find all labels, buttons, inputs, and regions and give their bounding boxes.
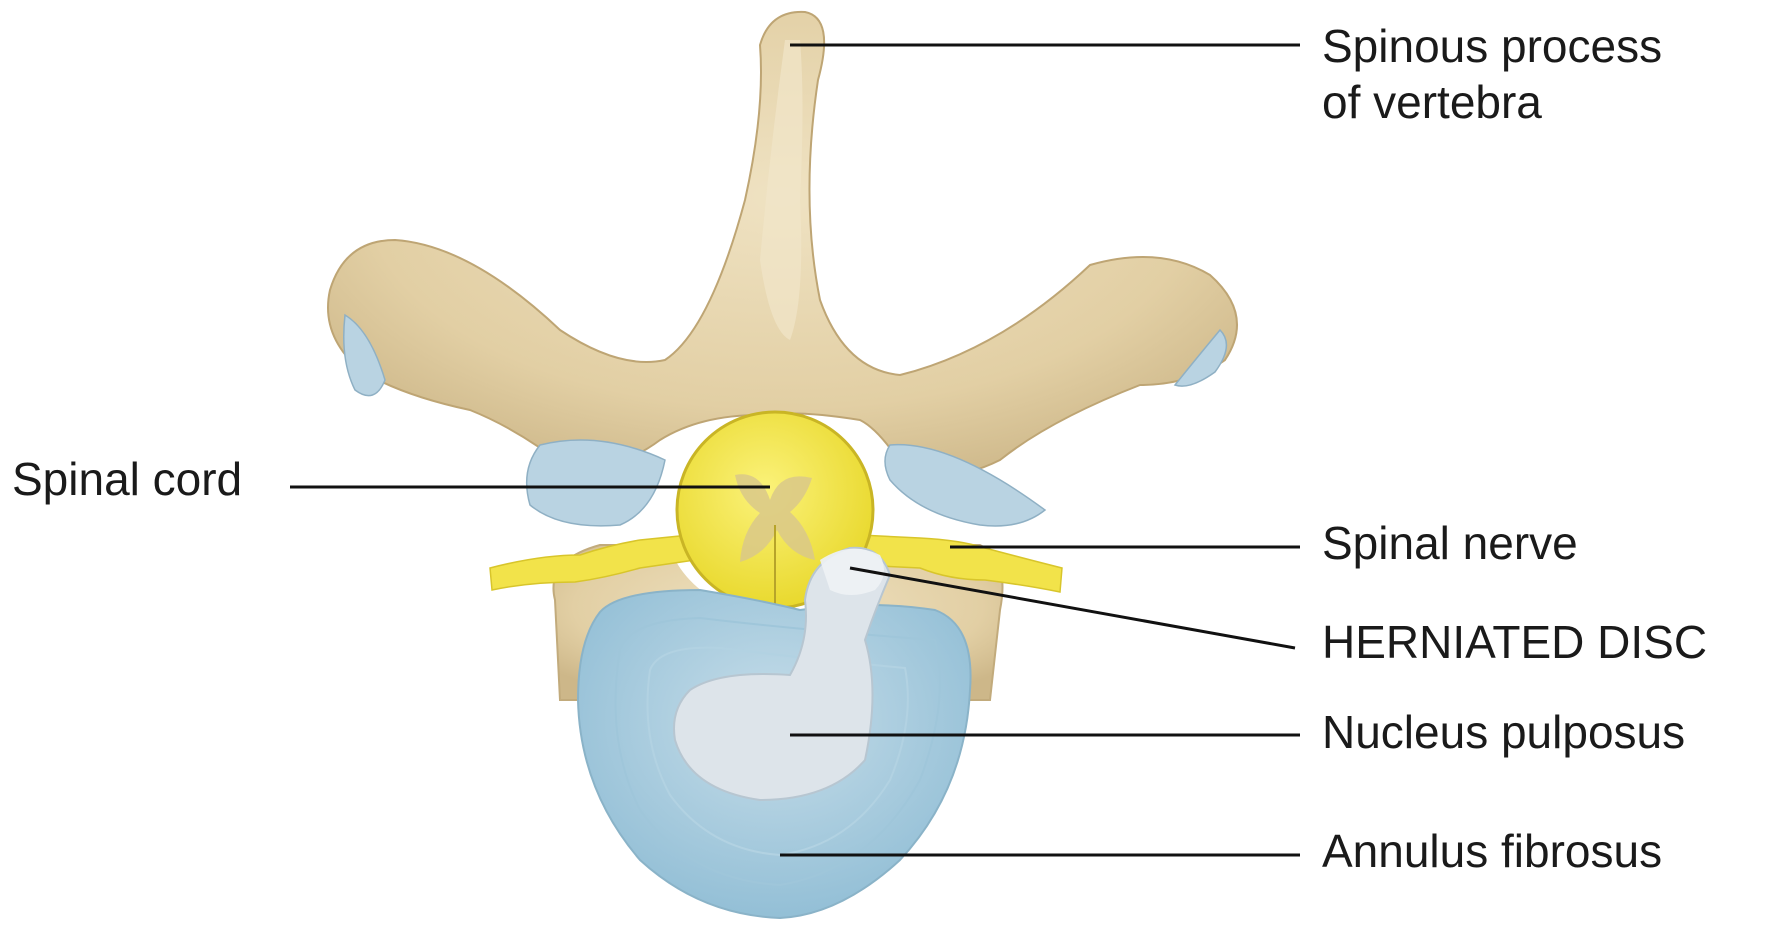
label-spinal-cord: Spinal cord — [12, 451, 242, 507]
label-herniated-disc: HERNIATED DISC — [1322, 614, 1707, 670]
label-spinous-process-line1: Spinous process — [1322, 18, 1662, 74]
label-nucleus-pulposus: Nucleus pulposus — [1322, 704, 1685, 760]
label-spinous-process: Spinous process of vertebra — [1322, 18, 1662, 130]
label-spinous-process-line2: of vertebra — [1322, 74, 1662, 130]
label-annulus-fibrosus: Annulus fibrosus — [1322, 823, 1662, 879]
left-lower-facet — [527, 440, 665, 526]
label-spinal-nerve: Spinal nerve — [1322, 515, 1578, 571]
